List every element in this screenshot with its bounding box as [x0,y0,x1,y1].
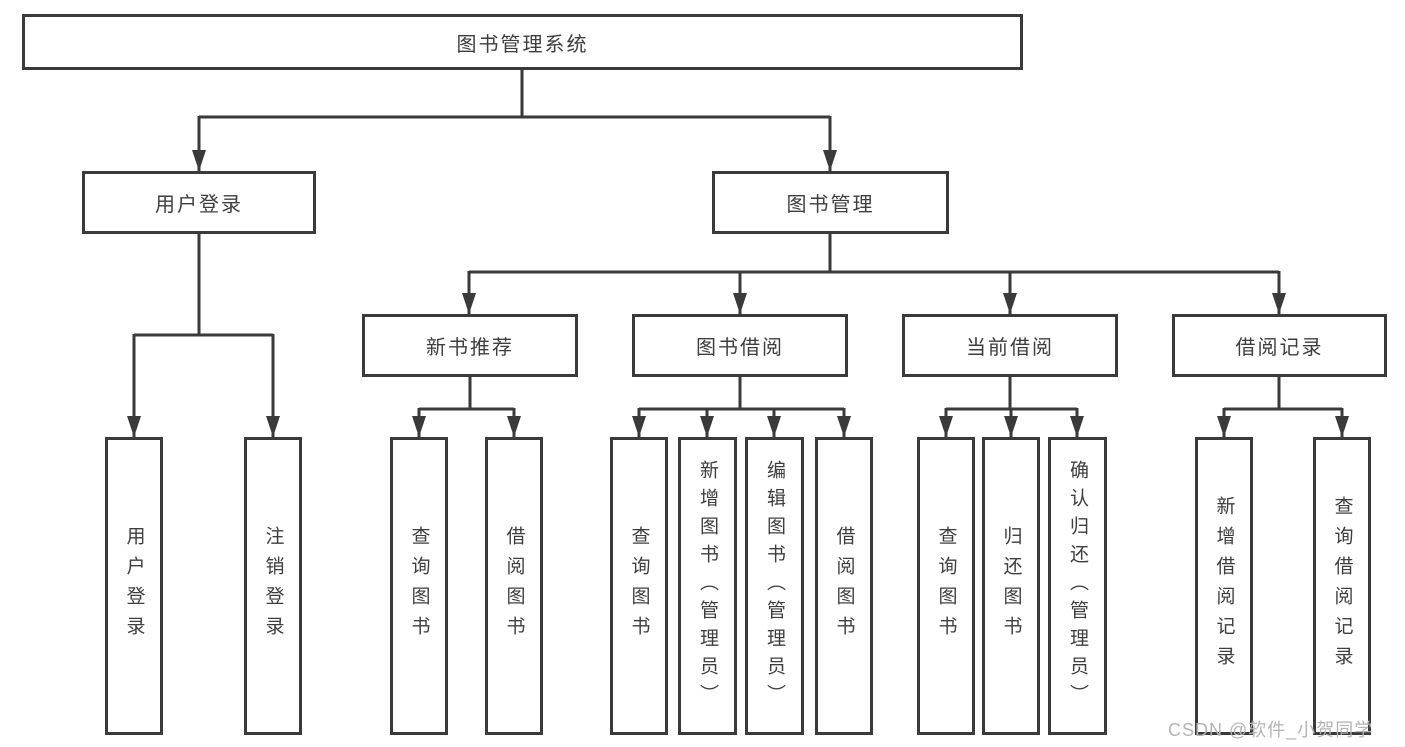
node-root-system: 图书管理系统 [22,14,1023,70]
leaf-br-add-record: 新增借阅记录 [1195,437,1253,735]
connector-book-management-split [469,234,1279,274]
leaf-cb-return-books: 归还图书 [982,437,1040,735]
node-new-book-recommend: 新书推荐 [362,314,578,377]
leaf-bb-add-books-admin: 新增图书（管理员） [678,437,737,735]
leaf-bb-query-books: 查询图书 [610,437,668,735]
leaf-bb-edit-books-admin: 编辑图书（管理员） [745,437,804,735]
leaf-nb-query-books: 查询图书 [390,437,448,735]
leaf-logout: 注销登录 [244,437,302,735]
node-book-borrow: 图书借阅 [632,314,848,377]
connector-root-split [199,68,830,119]
leaf-cb-confirm-return-admin: 确认归还（管理员） [1048,437,1107,735]
node-user-login: 用户登录 [82,171,316,234]
node-book-management: 图书管理 [712,171,949,234]
leaf-user-login: 用户登录 [105,437,163,735]
connector-borrow-records-split [1224,377,1342,411]
leaf-br-query-record: 查询借阅记录 [1313,437,1371,735]
csdn-watermark: CSDN @软件_小贺同学 [1168,720,1374,740]
leaf-cb-query-books: 查询图书 [917,437,975,735]
node-current-borrow: 当前借阅 [902,314,1118,377]
leaf-bb-borrow-books: 借阅图书 [815,437,873,735]
connector-new-books-split [419,377,514,411]
leaf-nb-borrow-books: 借阅图书 [485,437,543,735]
connector-user-login-split [134,234,273,337]
node-borrow-records: 借阅记录 [1172,314,1387,377]
connector-book-borrow-split [639,377,844,411]
connector-current-borrow-split [946,377,1077,411]
